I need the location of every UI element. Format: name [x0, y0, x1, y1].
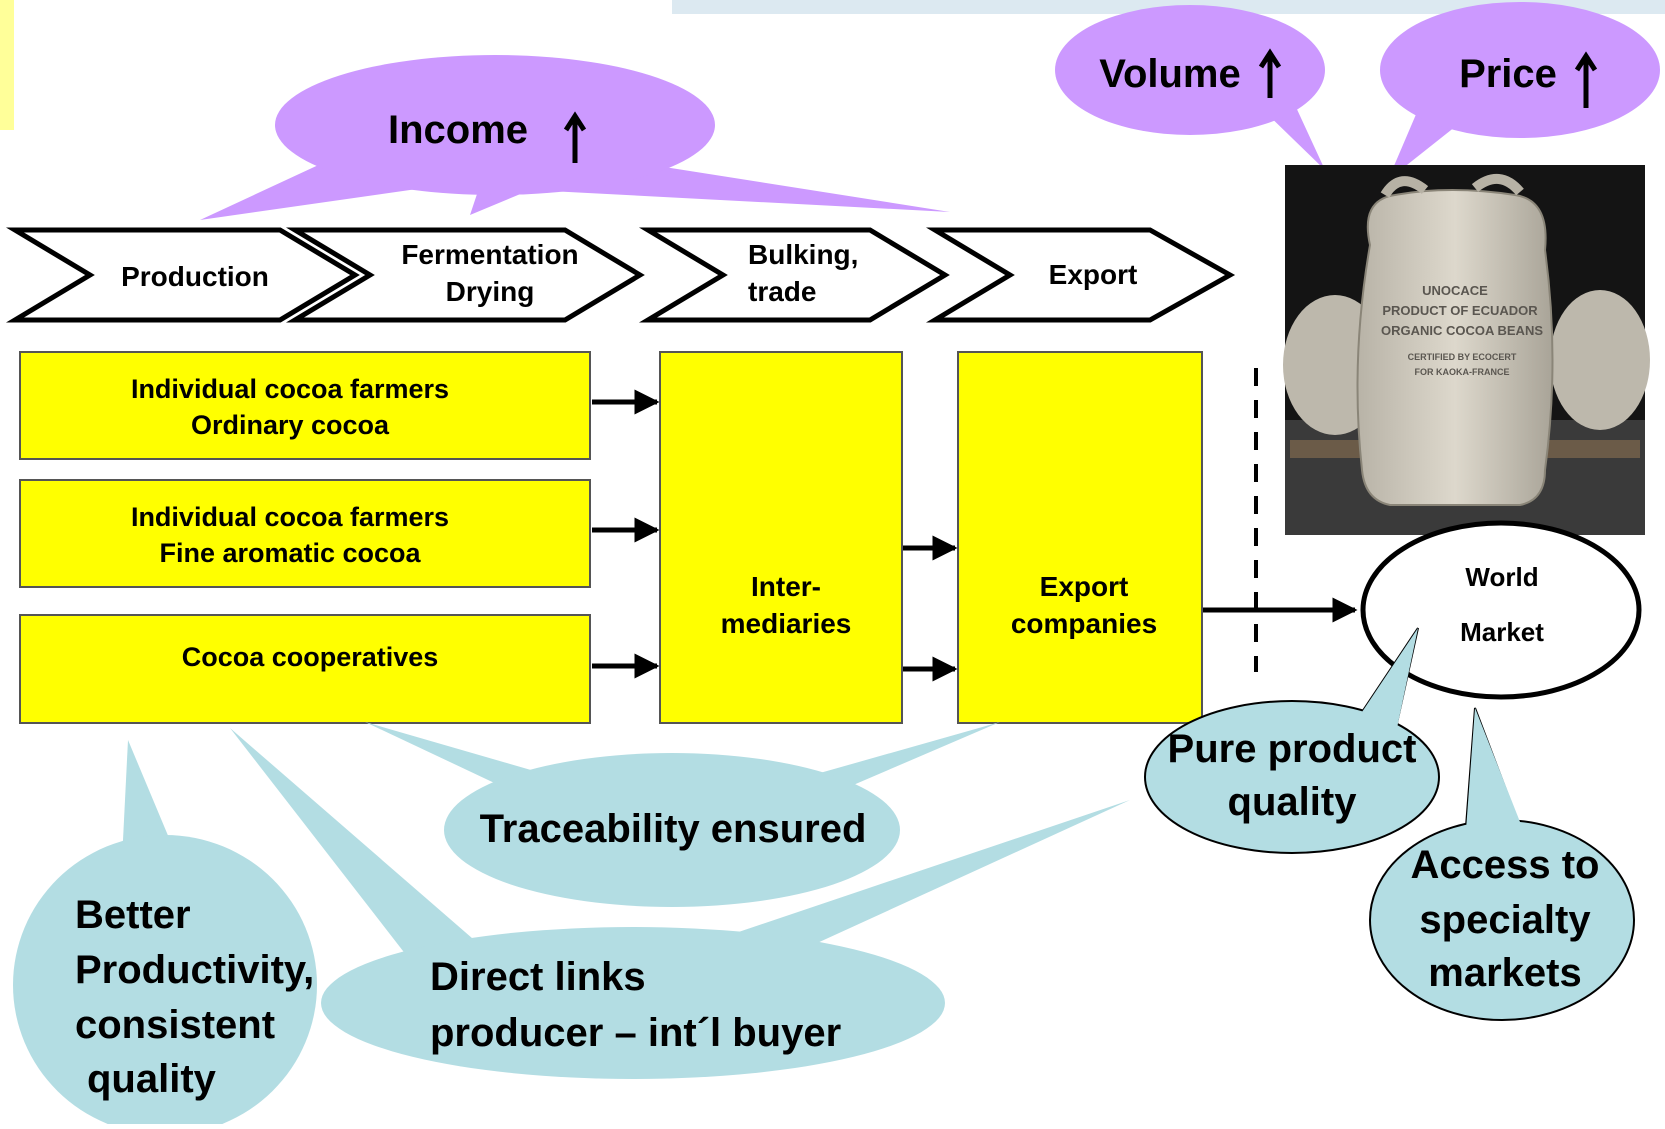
sack-text: ORGANIC COCOA BEANS: [1381, 323, 1543, 338]
box-text: Cocoa cooperatives: [182, 642, 439, 672]
world-market-label: World: [1465, 562, 1538, 592]
pure-quality-line: Pure product: [1168, 727, 1417, 771]
chevron-production: [5, 227, 360, 323]
price-up-arrow-icon: [1574, 51, 1598, 108]
specialty-line: markets: [1428, 951, 1581, 995]
box-text: Individual cocoa farmers: [131, 502, 449, 532]
price-label: Price: [1459, 52, 1557, 96]
stage-label: Bulking,: [748, 239, 858, 270]
cocoa-sack-photo: UNOCACE PRODUCT OF ECUADOR ORGANIC COCOA…: [1283, 165, 1650, 535]
pure-quality-line: quality: [1228, 780, 1358, 824]
income-label: Income: [388, 108, 528, 152]
box-text: Inter-: [751, 571, 821, 602]
box-text: Export: [1040, 571, 1129, 602]
left-accent-bar: [0, 0, 14, 130]
stage-chevrons: Production Fermentation Drying Bulking, …: [5, 227, 1236, 323]
box-text: Ordinary cocoa: [191, 410, 390, 440]
box-export-companies: [957, 351, 1203, 724]
productivity-line: Productivity,: [75, 948, 314, 992]
productivity-line: Better: [75, 893, 191, 937]
box-text: Individual cocoa farmers: [131, 374, 449, 404]
stage-label: Drying: [446, 276, 535, 307]
productivity-line: consistent: [75, 1003, 275, 1047]
volume-callout: Volume: [1055, 5, 1325, 170]
specialty-markets-callout: Access to specialty markets: [1369, 707, 1635, 1021]
sack-text: CERTIFIED BY ECOCERT: [1408, 352, 1517, 362]
world-market-label: Market: [1460, 617, 1544, 647]
price-callout: Price: [1380, 2, 1660, 180]
box-text: Fine aromatic cocoa: [159, 538, 421, 568]
stage-label: trade: [748, 276, 816, 307]
direct-links-line: producer – int´l buyer: [430, 1011, 841, 1055]
sack-text: PRODUCT OF ECUADOR: [1382, 303, 1538, 318]
world-market-node: World Market: [1360, 520, 1642, 700]
sack-text: FOR KAOKA-FRANCE: [1415, 367, 1510, 377]
stage-label: Production: [121, 261, 269, 292]
box-text: companies: [1011, 608, 1157, 639]
volume-label: Volume: [1099, 52, 1241, 96]
box-text: mediaries: [721, 608, 852, 639]
specialty-line: specialty: [1419, 898, 1591, 942]
chevron-bulking: [638, 227, 950, 323]
specialty-line: Access to: [1411, 843, 1600, 887]
sack-text: UNOCACE: [1422, 283, 1488, 298]
direct-links-callout: Direct links producer – int´l buyer: [230, 728, 1130, 1079]
income-callout: Income: [200, 55, 950, 220]
box-farmers-ordinary: [19, 351, 591, 460]
traceability-label: Traceability ensured: [480, 807, 867, 851]
stage-label: Fermentation: [401, 239, 578, 270]
direct-links-line: Direct links: [430, 955, 646, 999]
traceability-callout: Traceability ensured: [365, 722, 1000, 907]
box-intermediaries: [659, 351, 903, 724]
stage-label: Export: [1049, 259, 1138, 290]
volume-up-arrow-icon: [1258, 48, 1282, 98]
flow-arrows: [592, 389, 1358, 682]
productivity-line: quality: [87, 1057, 217, 1101]
box-cooperatives: [19, 614, 591, 724]
income-up-arrow-icon: [563, 111, 587, 163]
pure-quality-callout: Pure product quality: [1144, 627, 1440, 854]
actor-boxes: Individual cocoa farmers Ordinary cocoa …: [19, 351, 1203, 724]
chevron-fermentation: [285, 227, 645, 323]
chevron-export: [925, 227, 1236, 323]
box-farmers-fine: [19, 479, 591, 588]
productivity-callout: Better Productivity, consistent quality: [13, 740, 317, 1129]
